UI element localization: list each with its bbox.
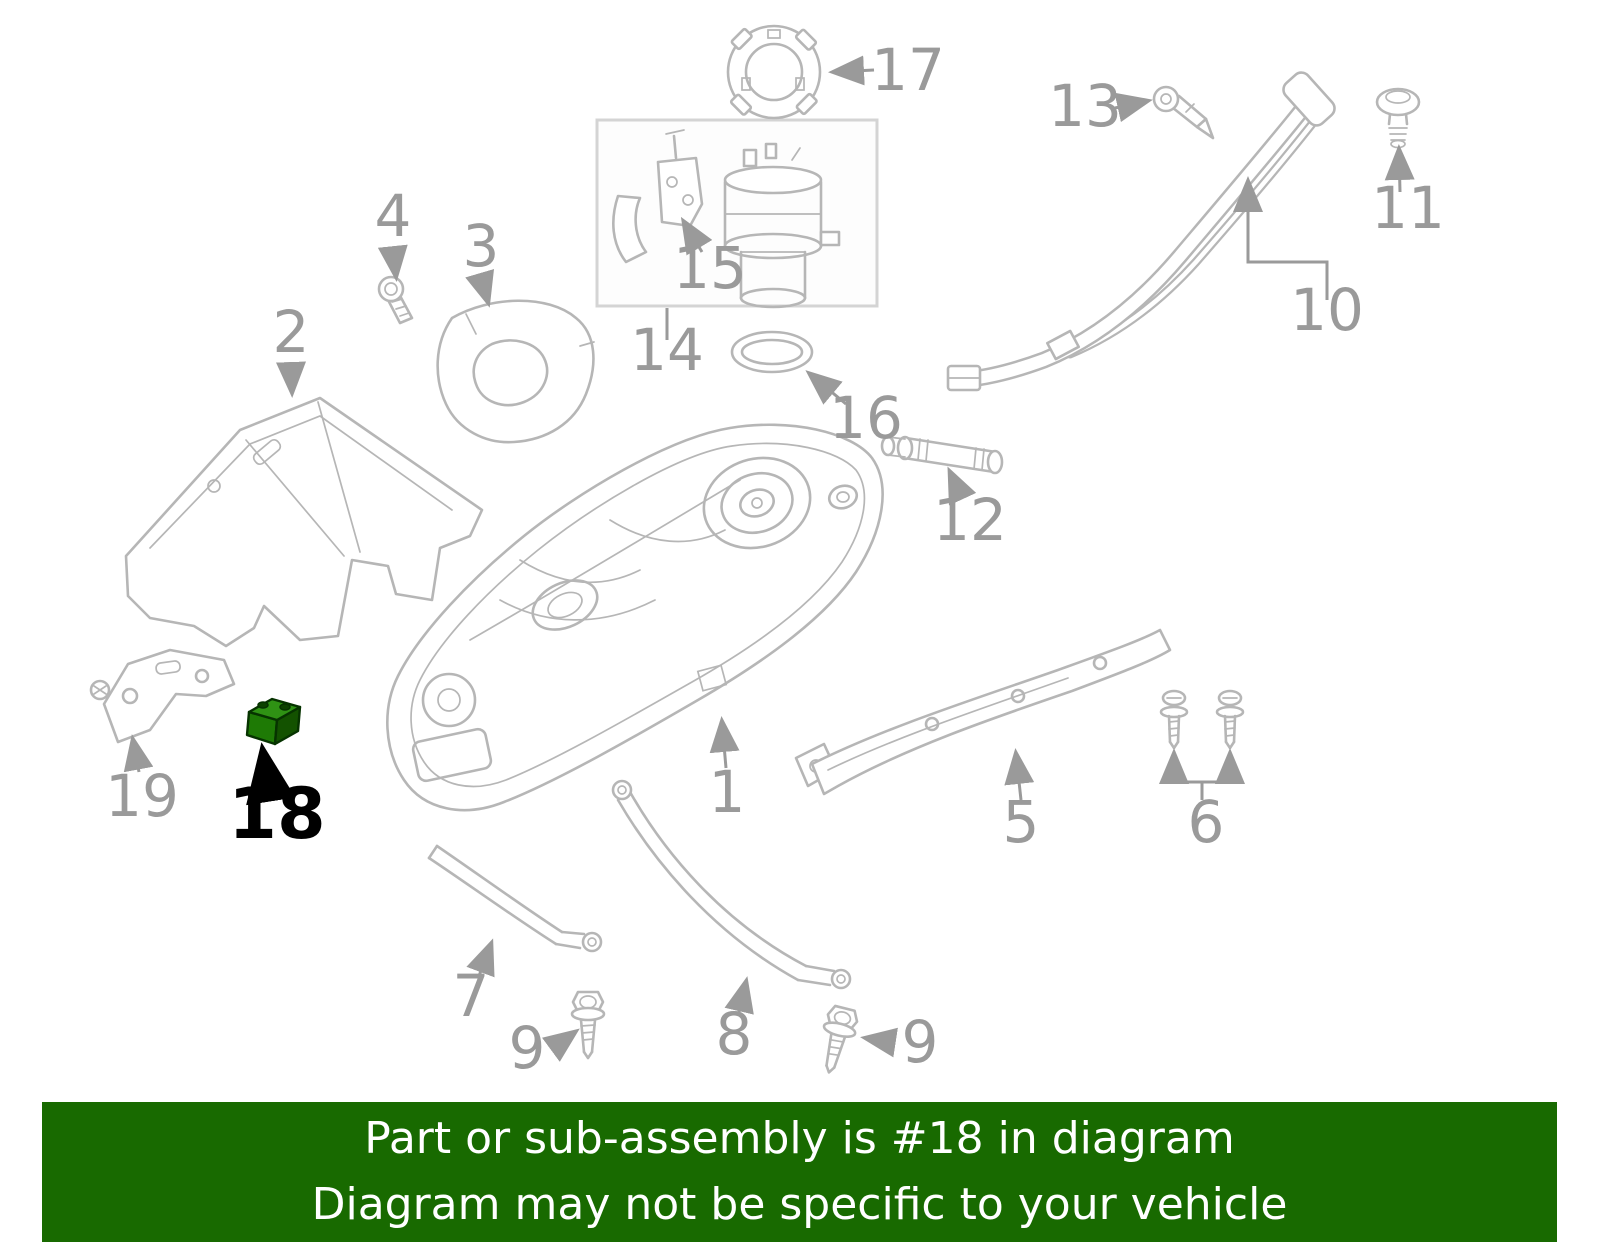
part-4-bolt <box>377 275 414 325</box>
arrow-to-part-7 <box>466 938 495 978</box>
part-6-screw-left <box>1159 689 1189 750</box>
info-banner: Part or sub-assembly is #18 in diagram D… <box>42 1102 1557 1242</box>
arrow-to-part-1 <box>709 716 740 769</box>
arrow-to-part-8 <box>724 976 754 1015</box>
part-label-7: 7 <box>453 962 490 1030</box>
part-label-12: 12 <box>933 486 1007 554</box>
part-label-11: 11 <box>1371 174 1445 242</box>
arrow-to-part-10 <box>1233 176 1329 300</box>
part-label-9-left: 9 <box>509 1014 546 1082</box>
part-label-1: 1 <box>709 758 746 826</box>
part-label-18-highlighted: 18 <box>228 773 325 855</box>
part-18-highlighted-part <box>245 697 302 746</box>
part-label-9-right: 9 <box>902 1008 939 1076</box>
part-13-sensor <box>1152 85 1215 140</box>
arrow-to-part-2 <box>276 361 306 398</box>
part-label-3: 3 <box>463 212 500 280</box>
part-label-5: 5 <box>1003 788 1040 856</box>
part-12-hose <box>880 435 1004 475</box>
part-1-fuel-tank <box>386 423 884 812</box>
part-3-heat-shield <box>436 299 595 444</box>
arrow-to-part-16 <box>805 370 847 406</box>
part-9-bolt-left <box>570 990 606 1060</box>
part-14-pump-module-box <box>595 118 879 309</box>
part-label-4: 4 <box>375 182 412 250</box>
arrow-to-part-13 <box>1114 92 1153 123</box>
part-9-bolt-right <box>822 1004 859 1074</box>
part-label-10: 10 <box>1290 276 1364 344</box>
arrow-to-part-9-left <box>541 1028 580 1062</box>
arrow-to-part-3 <box>465 269 494 308</box>
arrow-to-part-4 <box>377 244 408 282</box>
part-label-13: 13 <box>1048 72 1122 140</box>
arrow-to-part-12 <box>947 466 977 506</box>
arrow-to-part-9-right <box>860 1027 898 1058</box>
part-6-screw-right <box>1215 689 1245 750</box>
part-7-strap <box>427 844 603 953</box>
banner-line-2: Diagram may not be specific to your vehi… <box>311 1179 1288 1230</box>
part-label-8: 8 <box>716 1000 753 1068</box>
arrow-to-part-11 <box>1384 144 1415 193</box>
arrow-to-part-17 <box>828 55 875 86</box>
banner-line-1: Part or sub-assembly is #18 in diagram <box>364 1113 1235 1164</box>
part-label-16: 16 <box>829 384 903 452</box>
part-label-14: 14 <box>630 316 704 384</box>
arrow-to-part-5 <box>1004 748 1035 801</box>
part-17-lock-ring <box>726 24 822 120</box>
bracket-line-part-6 <box>1174 780 1230 800</box>
part-16-seal-ring <box>730 330 814 374</box>
part-label-15: 15 <box>673 234 747 302</box>
part-6-screws <box>1159 689 1245 750</box>
part-11-cap <box>1375 87 1421 149</box>
arrow-to-part-19 <box>123 734 154 773</box>
part-19-bracket <box>89 648 236 744</box>
arrow-to-part-18 <box>246 742 296 806</box>
part-label-19: 19 <box>105 762 179 830</box>
part-label-17: 17 <box>871 36 945 104</box>
part-label-6: 6 <box>1188 788 1225 856</box>
arrow-to-part-15 <box>680 216 713 256</box>
part-2-skid-plate <box>124 396 484 648</box>
part-10-filler-pipe <box>946 71 1336 392</box>
part-5-support-bracket <box>794 628 1172 796</box>
part-label-2: 2 <box>273 298 310 366</box>
part-8-strap <box>611 779 852 990</box>
